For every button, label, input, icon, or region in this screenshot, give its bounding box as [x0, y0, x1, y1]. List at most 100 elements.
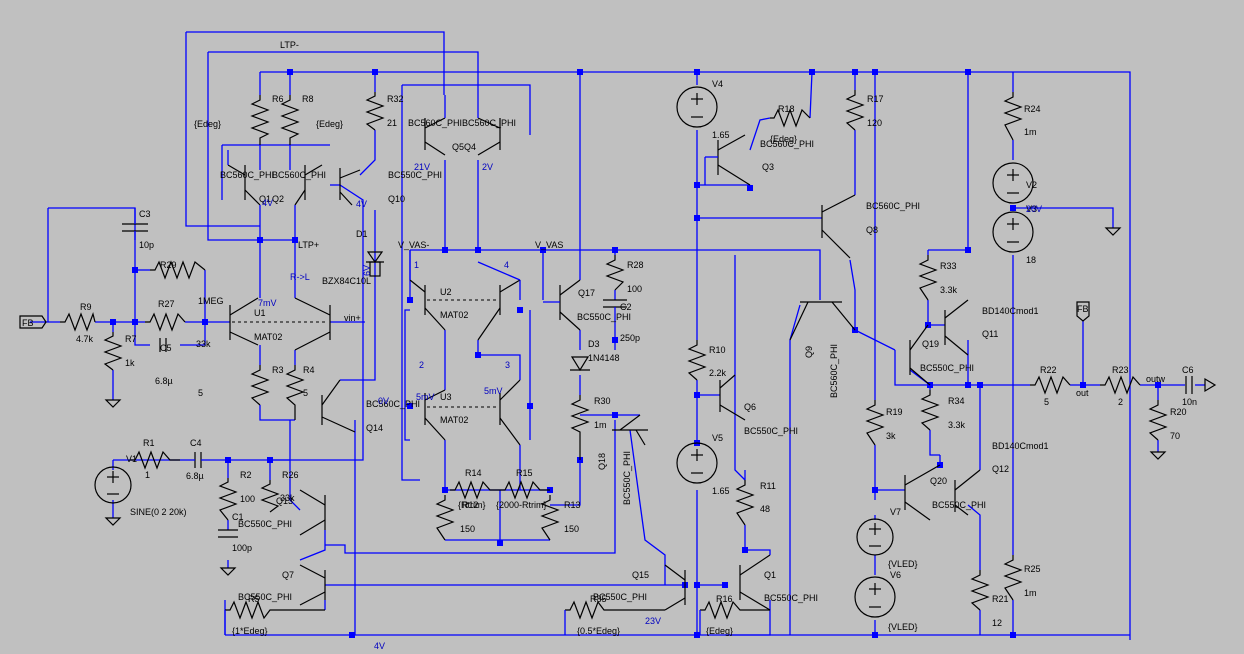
label-r20-val: 70	[1170, 431, 1180, 441]
op-2v: 2V	[482, 162, 493, 172]
net-ltp-plus: LTP+	[298, 240, 319, 250]
label-q1b: Q1	[764, 570, 776, 580]
label-r23-val: 2	[1118, 397, 1123, 407]
label-r23: R23	[1112, 365, 1129, 375]
label-c1-val: 100p	[232, 543, 252, 553]
label-v5: V5	[712, 433, 723, 443]
op-5mv-b: 5mV	[484, 386, 503, 396]
label-pin3: 3	[505, 360, 510, 370]
grounds	[104, 227, 1167, 576]
op-20v: 20V	[1026, 204, 1042, 214]
label-r3: R3	[272, 365, 284, 375]
label-r9: R9	[80, 302, 92, 312]
label-d1-model: BZX84C10L	[322, 276, 371, 286]
op-5mv: 5mV	[416, 392, 435, 402]
label-r33-val: 3.3k	[940, 285, 958, 295]
label-q6: Q6	[744, 402, 756, 412]
label-r13-val: 150	[564, 524, 579, 534]
label-q9: Q9	[804, 346, 814, 358]
label-q1: Q1	[259, 194, 271, 204]
label-v3: V3	[1026, 204, 1037, 214]
label-q7: Q7	[282, 570, 294, 580]
label-r12: R12	[462, 500, 479, 510]
label-r12-val: 150	[460, 524, 475, 534]
label-c4-val: 6.8µ	[186, 471, 204, 481]
net-outw: outw	[1146, 374, 1166, 384]
label-r6: R6	[272, 94, 284, 104]
label-v5-val: 1.65	[712, 486, 730, 496]
labels: LTP- LTP+ R->L V_VAS- V_VAS vin+ FB FB o…	[22, 40, 1197, 636]
label-c3: C3	[139, 209, 151, 219]
label-q14: Q14	[366, 423, 383, 433]
label-r21-val: 12	[992, 618, 1002, 628]
net-vvas-minus: V_VAS-	[398, 240, 429, 250]
label-r7: R7	[125, 334, 137, 344]
label-r30: R30	[594, 396, 611, 406]
label-q20-model: BC550C_PHI	[932, 500, 986, 510]
label-v6: V6	[890, 570, 901, 580]
label-q1b-model: BC550C_PHI	[764, 593, 818, 603]
label-pin2: 2	[419, 360, 424, 370]
transistors	[227, 95, 981, 611]
label-q12: Q12	[992, 464, 1009, 474]
label-q19-model: BC550C_PHI	[920, 363, 974, 373]
label-r34-val: 3.3k	[948, 420, 966, 430]
label-r10-val: 2.2k	[709, 368, 727, 378]
label-q1-model: BC560C_PHI	[220, 170, 274, 180]
label-q4-model: BC560C_PHI	[462, 118, 516, 128]
label-edeg-2: {Edeg}	[316, 119, 343, 129]
label-q10: Q10	[388, 194, 405, 204]
net-out: out	[1076, 388, 1089, 398]
label-q17: Q17	[578, 288, 595, 298]
label-five: 5	[198, 388, 203, 398]
label-r10: R10	[709, 345, 726, 355]
label-r17: R17	[867, 94, 884, 104]
label-q2: Q2	[272, 194, 284, 204]
label-r4: R4	[303, 365, 315, 375]
label-r8: R8	[302, 94, 314, 104]
label-q15-model: BC550C_PHI	[593, 592, 647, 602]
capacitors	[122, 208, 1193, 538]
label-q8: Q8	[866, 225, 878, 235]
junctions	[110, 69, 1161, 638]
label-r14: R14	[465, 468, 482, 478]
label-v2: V2	[1026, 180, 1037, 190]
net-r-to-l: R->L	[290, 272, 310, 282]
op-4v-c: 4V	[374, 641, 385, 651]
label-r4-val: 5	[303, 388, 308, 398]
label-r16-val: {Edeg}	[706, 626, 733, 636]
label-u3: U3	[440, 392, 452, 402]
label-mat02-1: MAT02	[254, 332, 282, 342]
label-pin4: 4	[504, 260, 509, 270]
label-q17-model: BC550C_PHI	[577, 312, 631, 322]
op-21v: 21V	[414, 162, 430, 172]
label-q11: Q11	[982, 329, 998, 339]
net-vin-plus: vin+	[344, 313, 361, 323]
label-q10-model: BC550C_PHI	[388, 170, 442, 180]
label-r19-val: 3k	[886, 431, 896, 441]
label-r27: R27	[158, 299, 175, 309]
label-mat02-3: MAT02	[440, 415, 468, 425]
label-q5-model: BC560C_PHI	[408, 118, 462, 128]
label-r2-val: 100	[240, 494, 255, 504]
label-r25-val: 1m	[1024, 588, 1037, 598]
label-q2-model: BC560C_PHI	[272, 170, 326, 180]
flags	[19, 261, 1217, 393]
label-q20: Q20	[930, 476, 947, 486]
label-v4-val: 1.65	[712, 130, 730, 140]
label-r22: R22	[1040, 365, 1057, 375]
label-r22-val: 5	[1044, 397, 1049, 407]
label-r20: R20	[1170, 407, 1187, 417]
label-r24: R24	[1024, 104, 1041, 114]
label-r1: R1	[143, 438, 155, 448]
label-r2: R2	[240, 470, 252, 480]
label-r25: R25	[1024, 564, 1041, 574]
flag-fb-right: FB	[1077, 304, 1089, 314]
label-q3: Q3	[762, 162, 774, 172]
label-q18-model: BC550C_PHI	[622, 451, 632, 505]
label-c5: C5	[160, 343, 172, 353]
sources	[94, 86, 1034, 618]
label-r11: R11	[760, 481, 776, 491]
flag-fb-left: FB	[22, 318, 34, 328]
label-r30-val: 1m	[594, 420, 607, 430]
